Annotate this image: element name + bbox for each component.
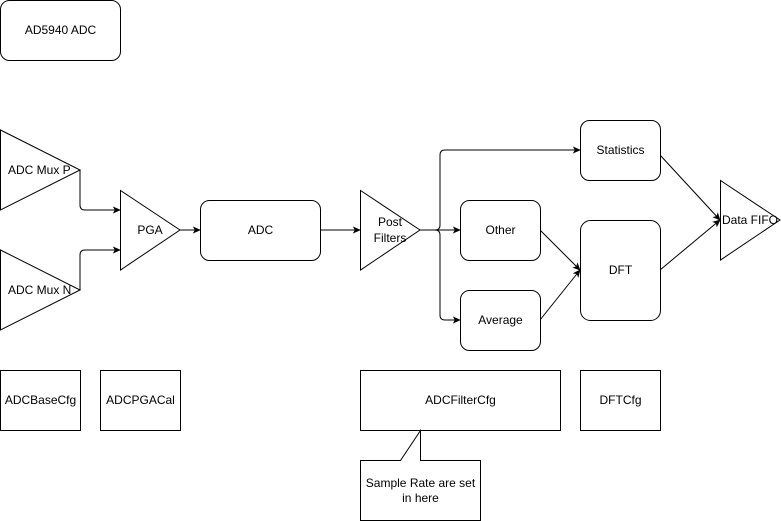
title-label: AD5940 ADC [25,23,97,37]
callout-text-line1: Sample Rate are set [366,476,476,490]
post-filters-block[interactable]: Post Filters [360,189,421,271]
callout-text-line2: in here [402,491,439,505]
adc-mux-p-label: ADC Mux P [8,163,71,177]
adc-label: ADC [248,223,274,237]
title-box[interactable]: AD5940 ADC [0,0,121,61]
adc-base-cfg-label: ADCBaseCfg [5,393,76,407]
edge-mux-n-to-pga [72,246,121,291]
connectors [72,146,721,324]
dft-cfg-label: DFTCfg [600,393,642,407]
adc-filter-cfg-label: ADCFilterCfg [425,393,496,407]
average-block[interactable]: Average [460,290,541,351]
dft-block[interactable]: DFT [580,220,661,321]
adc-block[interactable]: ADC [200,200,321,261]
dft-label: DFT [609,263,633,277]
dft-cfg-box[interactable]: DFTCfg [580,370,661,431]
edge-statistics-to-data-fifo [659,154,721,221]
post-filters-label-line2: Filters [374,231,407,245]
adc-filter-cfg-box[interactable]: ADCFilterCfg [360,370,561,431]
average-label: Average [478,313,523,327]
post-filters-label-line1: Post [378,215,403,229]
adc-mux-p-block[interactable]: ADC Mux P [0,129,82,211]
edge-dft-to-data-fifo [659,219,721,271]
adc-mux-n-block[interactable]: ADC Mux N [0,249,82,331]
other-label: Other [485,223,515,237]
pga-label: PGA [137,223,162,237]
other-block[interactable]: Other [460,200,541,261]
sample-rate-callout[interactable]: Sample Rate are set in here [360,428,481,521]
adc-mux-n-label: ADC Mux N [8,283,71,297]
edge-other-to-dft [539,229,581,271]
edge-average-to-dft [539,269,581,321]
adc-base-cfg-box[interactable]: ADCBaseCfg [0,370,81,431]
edge-mux-p-to-pga [72,169,121,214]
data-fifo-label: Data FIFO [722,213,778,227]
adc-pga-cal-label: ADCPGACal [106,393,175,407]
adc-pga-cal-box[interactable]: ADCPGACal [100,370,181,431]
data-fifo-block[interactable]: Data FIFO [720,179,781,261]
statistics-label: Statistics [596,143,644,157]
statistics-block[interactable]: Statistics [580,120,661,181]
pga-block[interactable]: PGA [120,189,181,271]
edge-post-filters-to-average [420,229,461,324]
